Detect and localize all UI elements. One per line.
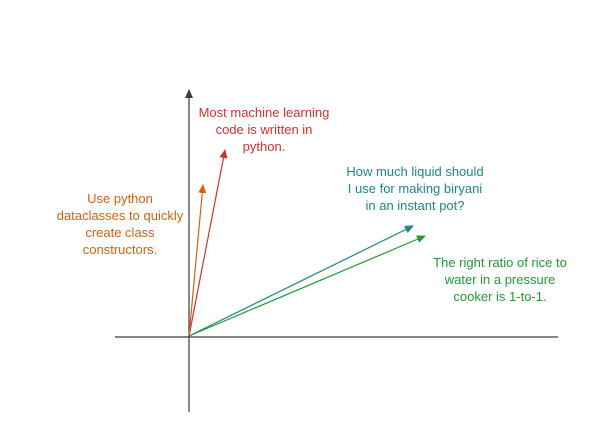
label-line: I use for making biryani bbox=[347, 181, 483, 196]
label-biryani: How much liquid should I use for making … bbox=[325, 163, 505, 214]
label-line: constructors. bbox=[82, 242, 158, 257]
label-dataclasses: Use python dataclasses to quickly create… bbox=[40, 190, 200, 258]
label-line: Use python bbox=[87, 191, 153, 206]
vector-arrow-biryani bbox=[188, 225, 414, 337]
label-line: How much liquid should bbox=[346, 164, 484, 179]
label-python-ml: Most machine learning code is written in… bbox=[184, 104, 344, 155]
label-line: python. bbox=[242, 139, 286, 154]
label-line: create class bbox=[85, 225, 155, 240]
label-rice-ratio: The right ratio of rice to water in a pr… bbox=[410, 254, 590, 305]
label-line: cooker is 1-to-1. bbox=[453, 289, 547, 304]
vector-arrow-python-ml bbox=[188, 149, 228, 337]
label-line: code is written in bbox=[215, 122, 313, 137]
label-line: dataclasses to quickly bbox=[56, 208, 184, 223]
label-line: in an instant pot? bbox=[365, 198, 465, 213]
vector-arrow-rice-ratio bbox=[188, 235, 426, 337]
vector-arrow-dataclasses bbox=[188, 184, 207, 337]
label-line: The right ratio of rice to bbox=[433, 255, 567, 270]
label-line: water in a pressure bbox=[444, 272, 556, 287]
label-line: Most machine learning bbox=[198, 105, 330, 120]
